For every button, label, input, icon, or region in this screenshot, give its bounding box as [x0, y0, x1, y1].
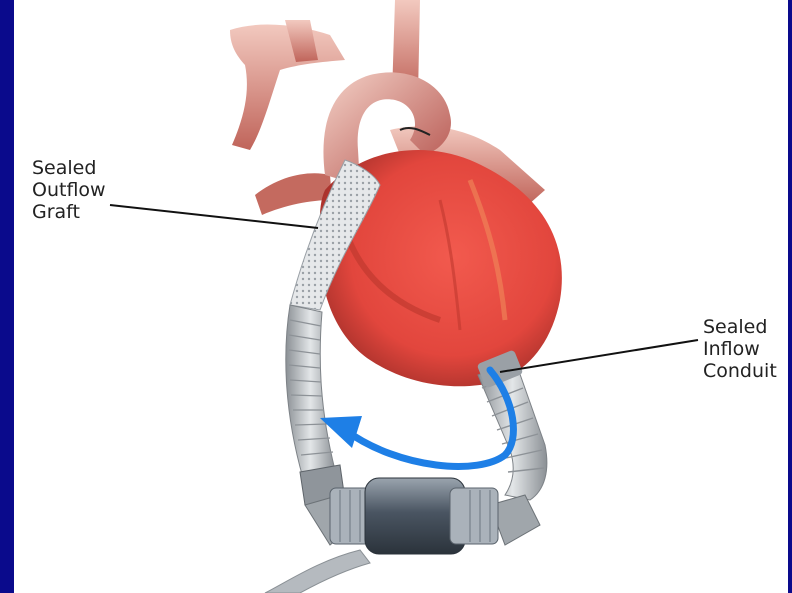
- outflow-leader-line: [110, 205, 318, 228]
- outflow-graft-label: Sealed Outflow Graft: [32, 157, 106, 223]
- outflow-conduit: [286, 305, 345, 505]
- outflow-label-line-1: Sealed: [32, 157, 106, 179]
- inflow-label-line-2: Inflow: [703, 338, 777, 360]
- inflow-label-line-1: Sealed: [703, 316, 777, 338]
- outflow-label-line-2: Outflow: [32, 179, 106, 201]
- inflow-conduit-label: Sealed Inflow Conduit: [703, 316, 777, 382]
- outflow-label-line-3: Graft: [32, 201, 106, 223]
- inflow-label-line-3: Conduit: [703, 360, 777, 382]
